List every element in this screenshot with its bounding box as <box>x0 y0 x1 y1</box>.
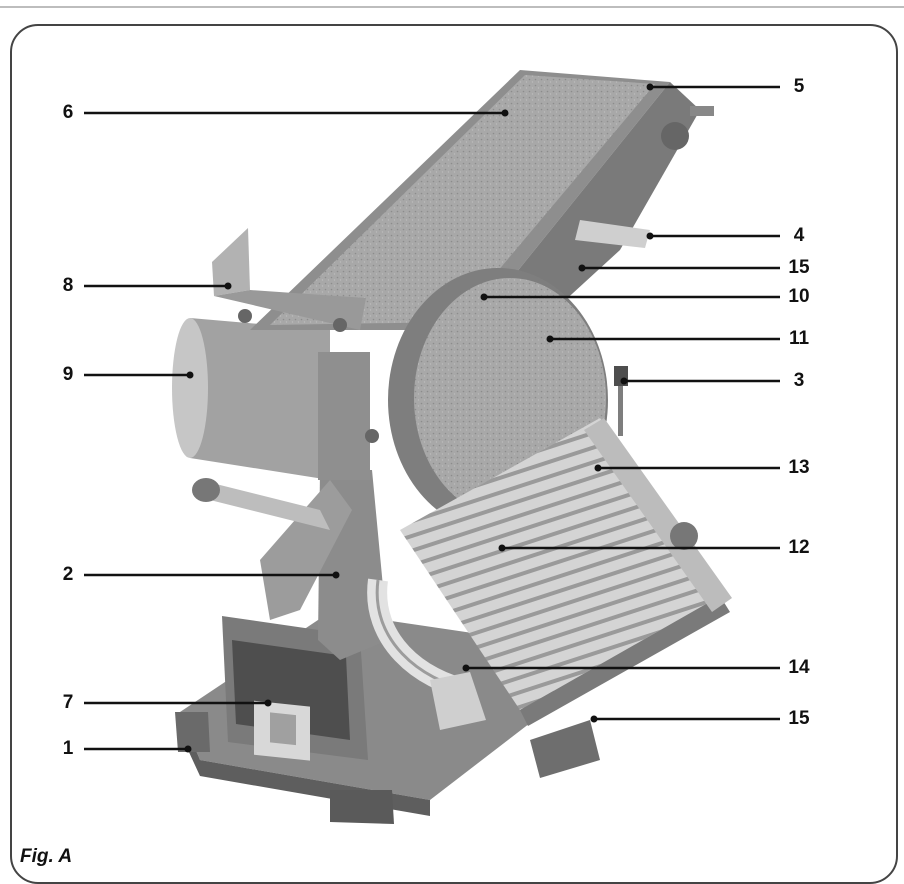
callout-9: 9 <box>62 364 74 385</box>
table-support <box>530 720 600 778</box>
top-rule <box>0 6 904 8</box>
motor <box>172 318 370 480</box>
callout-13: 13 <box>788 457 810 478</box>
disc-table <box>400 366 732 778</box>
base-foot-front <box>330 790 394 824</box>
callout-6: 6 <box>62 102 74 123</box>
figure-caption: Fig. A <box>20 846 73 867</box>
table-lock-knob <box>670 522 698 550</box>
callout-8: 8 <box>62 275 74 296</box>
callout-4: 4 <box>793 225 805 246</box>
callout-3: 3 <box>793 370 805 391</box>
callout-5: 5 <box>793 76 805 97</box>
support-rod <box>200 480 330 530</box>
base-foot-left <box>175 712 210 752</box>
callout-12: 12 <box>788 537 810 558</box>
tension-knob <box>661 122 689 150</box>
dust-port <box>430 672 486 730</box>
callout-15-upper: 15 <box>788 257 810 278</box>
belt-lever <box>575 220 650 248</box>
callout-2: 2 <box>62 564 74 585</box>
callout-1: 1 <box>62 738 74 759</box>
dust-hose <box>367 578 486 730</box>
callout-14: 14 <box>788 657 810 678</box>
callout-15-lower: 15 <box>788 708 810 729</box>
end-stop <box>212 228 366 332</box>
callout-10: 10 <box>788 286 810 307</box>
callout-7: 7 <box>62 692 74 713</box>
leader-lines <box>84 85 780 751</box>
sanding-belt <box>270 75 655 325</box>
callout-11: 11 <box>788 328 810 349</box>
leader-dots <box>184 83 654 753</box>
